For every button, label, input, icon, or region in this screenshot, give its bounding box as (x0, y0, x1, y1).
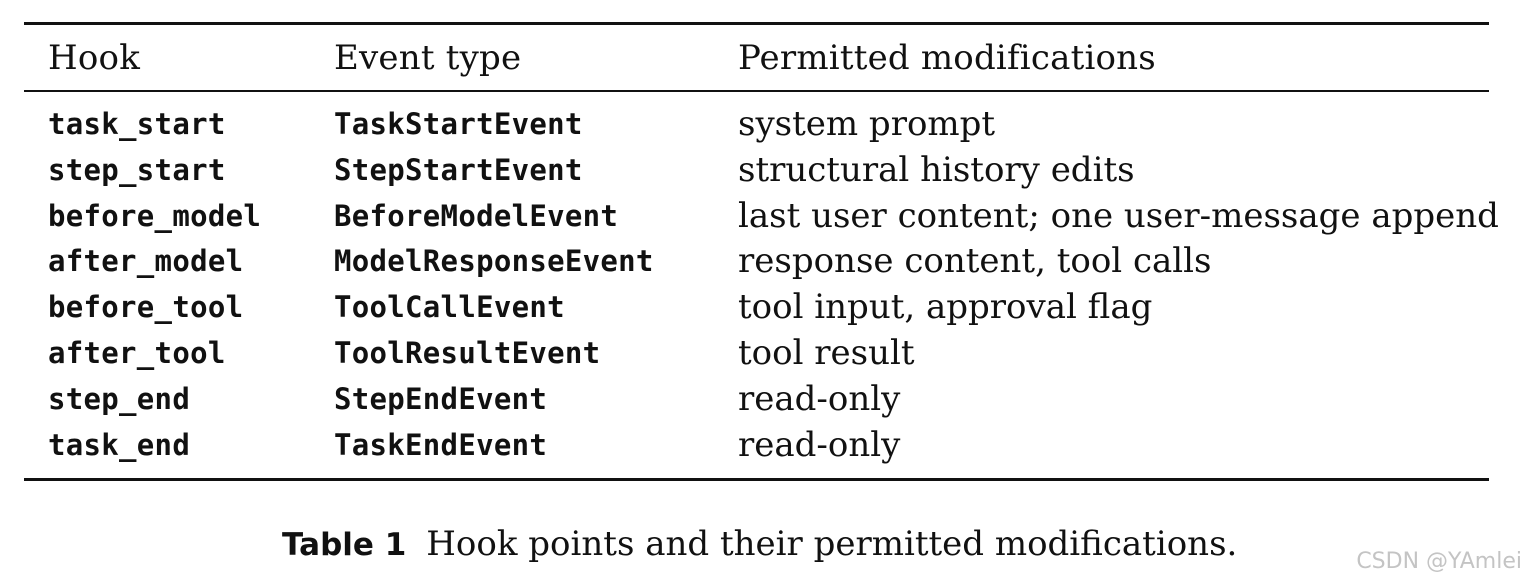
hook-cell: after_tool (48, 335, 226, 370)
table-row: step_start StepStartEvent structural his… (0, 148, 1526, 194)
event-type-cell: StepStartEvent (334, 152, 583, 187)
table-row: before_tool ToolCallEvent tool input, ap… (0, 285, 1526, 331)
modifications-cell: tool result (738, 332, 915, 373)
hook-cell: step_end (48, 381, 191, 416)
event-type-cell: StepEndEvent (334, 381, 548, 416)
event-type-cell: TaskStartEvent (334, 107, 583, 141)
caption-text: Hook points and their permitted modifica… (426, 524, 1238, 564)
header-event-type: Event type (334, 38, 522, 78)
header-hook: Hook (48, 38, 140, 78)
modifications-cell: last user content; one user-message appe… (738, 195, 1499, 236)
modifications-cell: tool input, approval flag (738, 287, 1153, 328)
table-row: step_end StepEndEvent read-only (0, 377, 1526, 423)
hook-cell: before_tool (48, 290, 244, 325)
header-permitted-modifications: Permitted modifications (738, 38, 1156, 78)
event-type-cell: ToolCallEvent (334, 290, 565, 325)
table-top-rule (24, 22, 1489, 25)
event-type-cell: TaskEndEvent (334, 427, 548, 462)
table-header-rule (24, 90, 1489, 92)
modifications-cell: structural history edits (738, 149, 1135, 190)
caption-label: Table 1 (282, 527, 407, 563)
table-bottom-rule (24, 478, 1489, 481)
table-row: after_tool ToolResultEvent tool result (0, 331, 1526, 377)
table-caption: Table 1 Hook points and their permitted m… (282, 520, 1237, 574)
table-row: after_model ModelResponseEvent response … (0, 239, 1526, 285)
event-type-cell: ToolResultEvent (334, 335, 601, 370)
hook-cell: task_end (48, 427, 191, 462)
hook-cell: after_model (48, 244, 244, 279)
modifications-cell: read-only (738, 378, 901, 419)
table-row: task_start TaskStartEvent system prompt (0, 102, 1526, 148)
hook-cell: step_start (48, 152, 226, 187)
table-row: task_end TaskEndEvent read-only (0, 423, 1526, 469)
modifications-cell: response content, tool calls (738, 241, 1212, 282)
table-body: task_start TaskStartEvent system prompt … (0, 102, 1526, 468)
table-row: before_model BeforeModelEvent last user … (0, 194, 1526, 240)
event-type-cell: BeforeModelEvent (334, 198, 619, 233)
modifications-cell: read-only (738, 424, 901, 465)
hook-cell: before_model (48, 198, 262, 233)
hook-cell: task_start (48, 107, 226, 141)
watermark: CSDN @YAmlei (1356, 549, 1522, 574)
event-type-cell: ModelResponseEvent (334, 244, 654, 279)
modifications-cell: system prompt (738, 104, 996, 144)
